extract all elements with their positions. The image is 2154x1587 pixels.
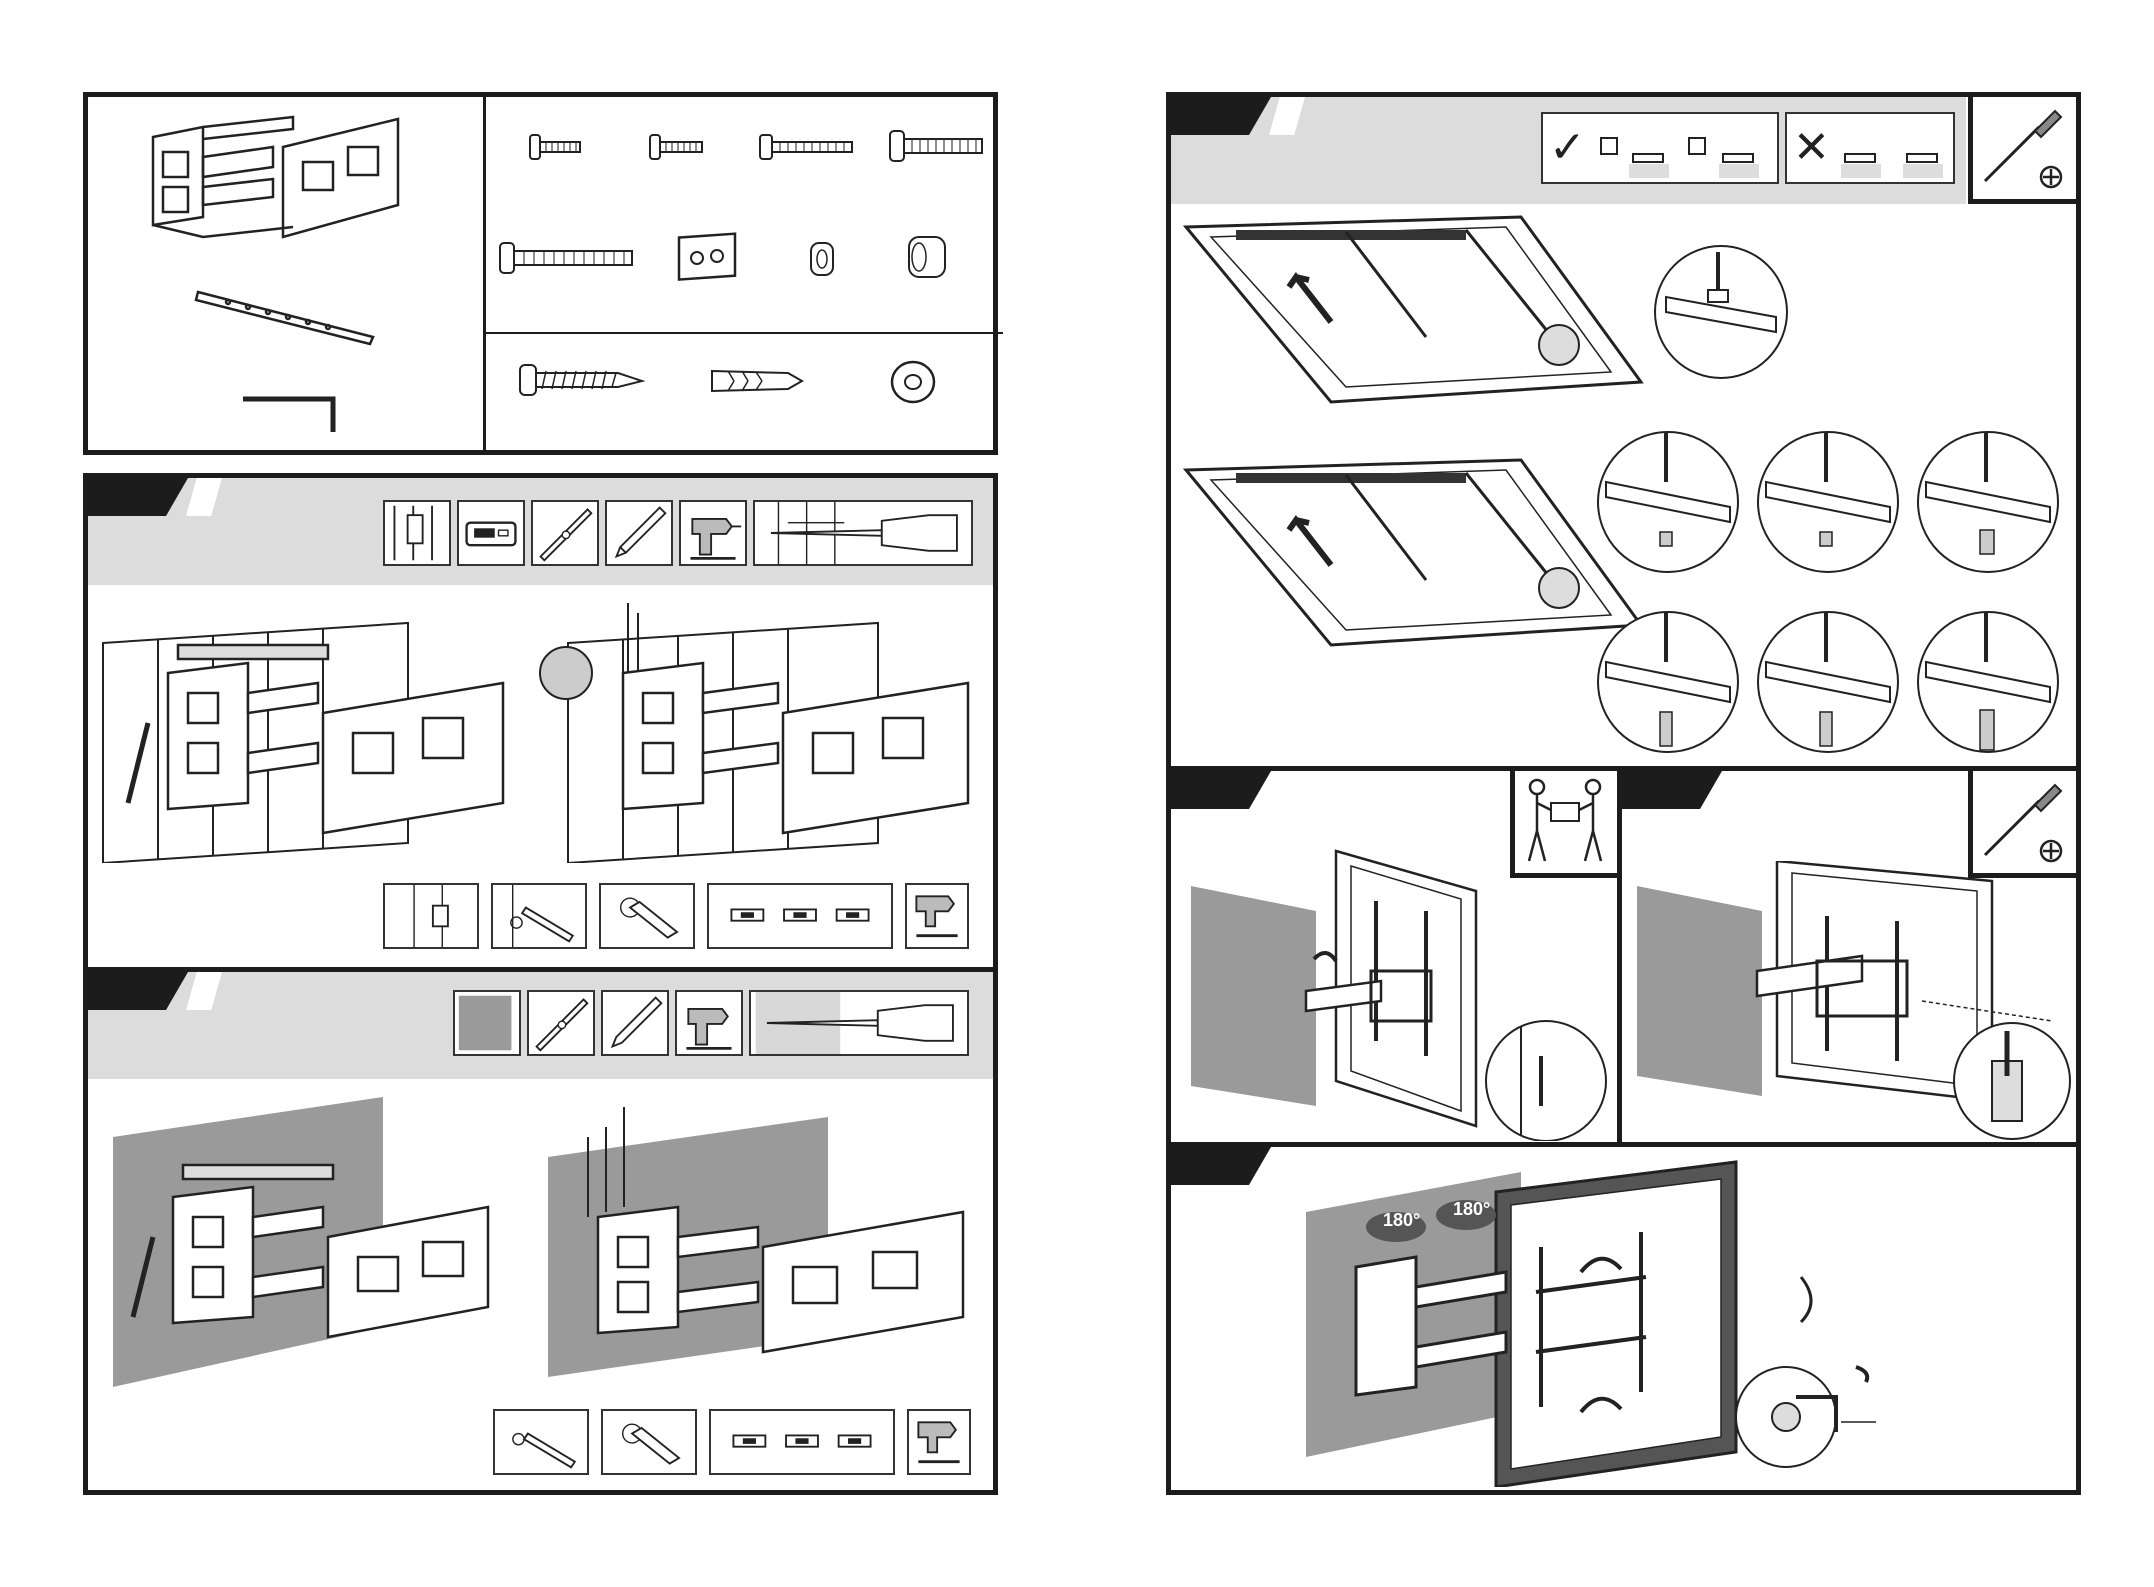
long-bolt-icon [888,125,988,169]
large-spacer-icon [903,233,953,283]
wall-arm-assembly-illustration [143,107,423,247]
medium-bolt-icon [758,127,858,167]
hex-key-illustration [238,387,348,437]
drill-bit-wood-icon [753,500,973,566]
step-adjust-panel: 180° 180° [1166,1142,2081,1495]
drill-drive-icon [907,1409,971,1475]
hang-tv-illustration [1186,841,1621,1141]
stud-finder-icon [383,500,451,566]
parts-divider-horizontal [483,332,1003,334]
lag-bolts-icon [707,883,893,949]
step-tab-accent [1720,771,1756,809]
tv-back-strips-illustration-top [1181,212,1651,407]
correct-mark: ✓ [1549,122,1586,173]
correct-fitting-box: ✓ [1541,112,1779,184]
phillips-screwdriver-icon [1973,771,2073,871]
rotation-label-left: 180° [1383,1210,1420,1231]
mark-holes-icon [491,883,587,949]
drill-holes-icon [599,883,695,949]
washer-plate-icon [673,232,743,287]
stud-detector-icon [457,500,525,566]
step-secure-panel [1617,766,2081,1148]
flat-washer-icon [888,357,938,407]
mounting-strip-illustration [188,282,388,352]
step-tab [1171,1147,1271,1185]
anchors-icon [709,1409,895,1475]
level-icon [531,500,599,566]
step-concrete-panel [83,967,998,1495]
concrete-wall-bracket-level-illustration [103,1097,503,1397]
wood-sub-steps-row [383,883,969,949]
step-wood-stud-panel [83,473,998,973]
lag-bolt-icon [518,359,648,403]
extra-long-bolt-icon [498,237,638,281]
drill-drive-icon [905,883,969,949]
pencil-icon [605,500,673,566]
step-tab-accent [1269,771,1305,809]
step-hang-tv-panel [1166,766,1623,1148]
screwdriver-tool-box [1968,97,2076,204]
phillips-screwdriver-icon [1973,97,2073,197]
wall-anchor-icon [708,363,808,399]
strip-detail-circle-top [1646,242,1796,382]
drill-icon [679,500,747,566]
wrong-mark: ✕ [1793,122,1830,173]
tool-icon-row [383,500,973,566]
mark-holes-icon [493,1409,589,1475]
wood-wall-bracket-bolts-illustration [538,603,978,863]
level-icon [527,990,595,1056]
short-bolt-a-icon [528,127,588,167]
locate-stud-icon [383,883,479,949]
concrete-wall-icon [453,990,521,1056]
drill-icon [675,990,743,1056]
step-tab [1171,771,1271,809]
wood-wall-bracket-level-illustration [98,603,518,863]
concrete-wall-bracket-bolts-illustration [528,1097,978,1397]
drill-bit-concrete-icon [749,990,969,1056]
adjust-tv-illustration [1296,1157,2056,1487]
secure-tv-illustration [1632,861,2072,1141]
tv-back-strips-illustration-bottom [1181,455,1651,650]
pencil-icon [601,990,669,1056]
parts-divider-vertical [483,97,486,450]
rotation-label-right: 180° [1453,1199,1490,1220]
step-tab [1622,771,1722,809]
parts-panel [83,92,998,455]
small-spacer-icon [803,237,843,281]
strip-variants-grid [1596,422,2076,767]
drill-holes-icon [601,1409,697,1475]
concrete-sub-steps-row [493,1409,971,1475]
correct-fittings-icon [1593,118,1773,180]
wrong-fitting-box: ✕ [1785,112,1955,184]
step-attach-strips-panel: ✓ ✕ [1166,92,2081,774]
short-bolt-b-icon [648,127,708,167]
wrong-fittings-icon [1837,118,1952,180]
tool-icon-row [453,990,969,1056]
